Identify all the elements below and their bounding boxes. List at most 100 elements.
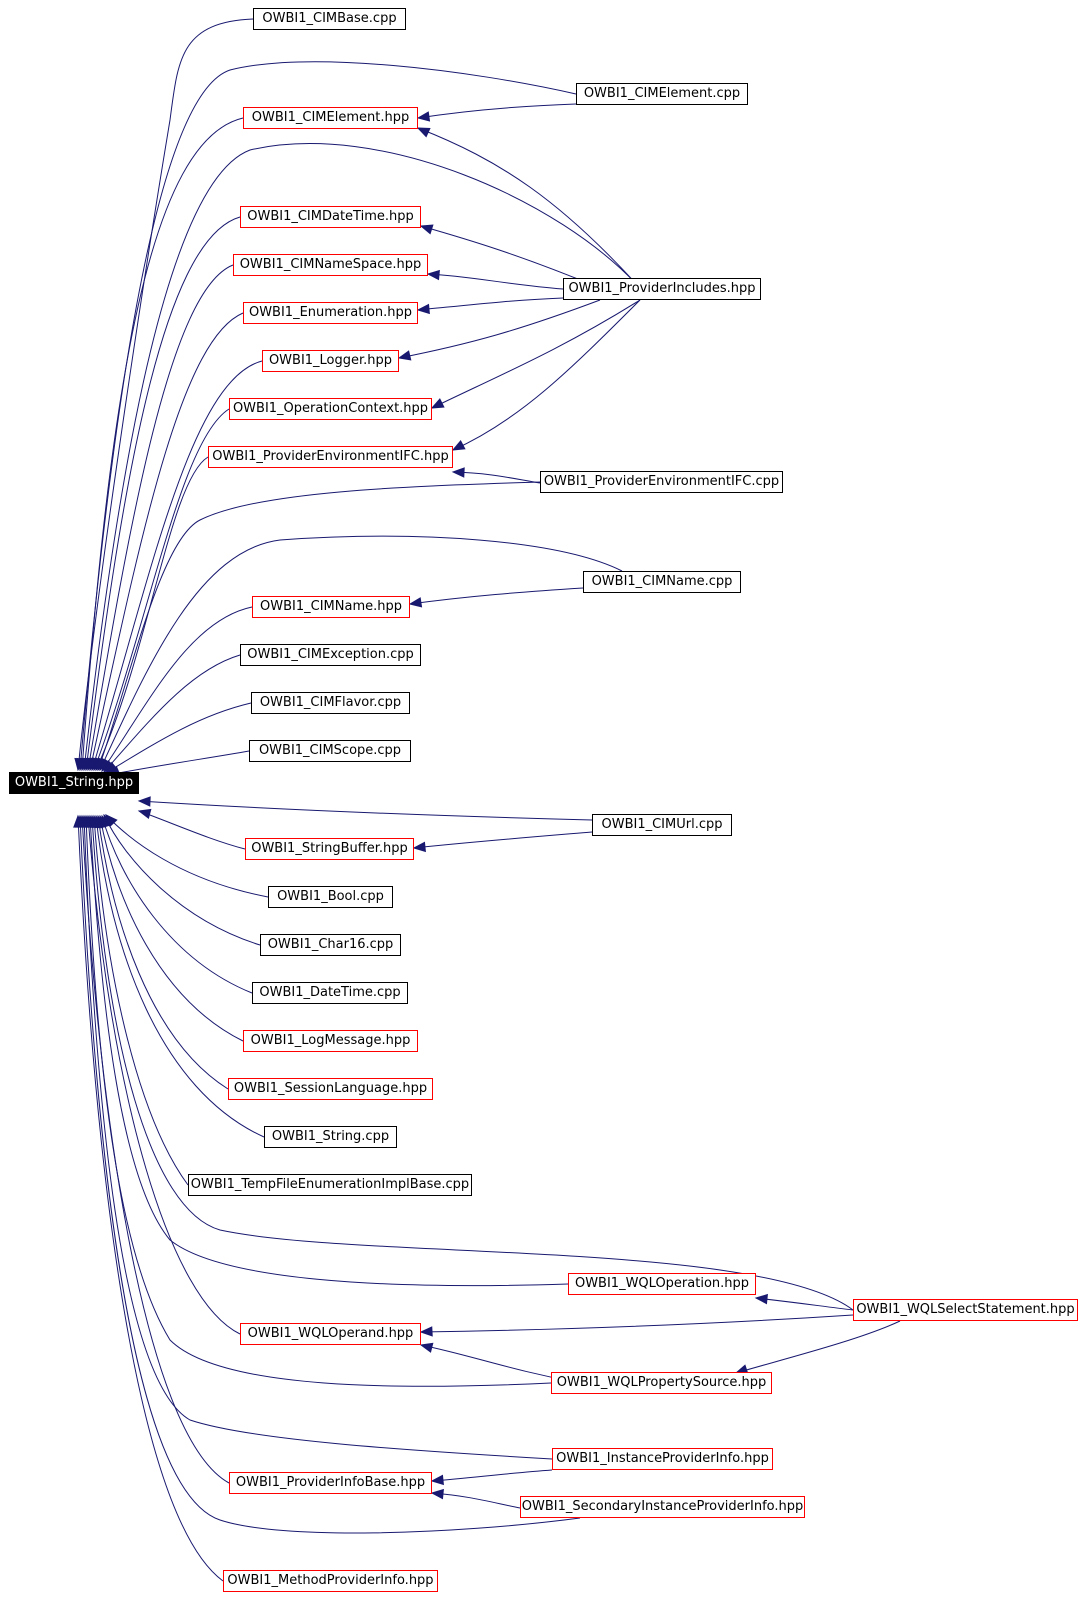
node-wqloperation-hpp[interactable]: OWBI1_WQLOperation.hpp bbox=[568, 1273, 756, 1295]
edge-providerincludes-to-cimdatetime-arrowhead bbox=[419, 224, 434, 235]
edge-providerincludes-to-enumeration-arrowhead bbox=[416, 303, 430, 315]
edge-cimelement-cpp-to-hpp bbox=[417, 103, 577, 119]
edge-enumeration bbox=[89, 312, 244, 771]
node-instanceproviderinfo-hpp[interactable]: OWBI1_InstanceProviderInfo.hpp bbox=[552, 1448, 773, 1470]
node-bool-cpp[interactable]: OWBI1_Bool.cpp bbox=[268, 886, 393, 908]
node-logmessage-hpp[interactable]: OWBI1_LogMessage.hpp bbox=[243, 1030, 418, 1052]
edge-string-cpp bbox=[95, 815, 265, 1138]
edge-cimelement-cpp-to-hpp-arrowhead bbox=[416, 111, 431, 122]
edge-providerenvironmentifc-cpp-root bbox=[97, 481, 541, 771]
edge-logger bbox=[91, 360, 263, 771]
node-operationcontext-hpp[interactable]: OWBI1_OperationContext.hpp bbox=[229, 398, 432, 420]
edge-providerincludes-to-operationcontext-arrowhead bbox=[430, 398, 445, 409]
edge-wqlselect-to-wqloperand bbox=[420, 1314, 854, 1333]
node-tempfileenum-cpp[interactable]: OWBI1_TempFileEnumerationImplBase.cpp bbox=[188, 1174, 472, 1196]
node-cimexception-cpp[interactable]: OWBI1_CIMException.cpp bbox=[240, 644, 421, 666]
edge-secondaryinstanceproviderinfo-to-providerinfobase bbox=[431, 1492, 521, 1509]
edge-cimexception bbox=[103, 654, 241, 773]
edge-providerenvironmentifc-cpp-to-hpp bbox=[452, 471, 541, 484]
node-cimelement-cpp[interactable]: OWBI1_CIMElement.cpp bbox=[576, 83, 748, 105]
node-methodproviderinfo-hpp[interactable]: OWBI1_MethodProviderInfo.hpp bbox=[223, 1570, 438, 1592]
edge-providerenvironmentifc-hpp bbox=[95, 456, 209, 771]
node-sessionlanguage-hpp[interactable]: OWBI1_SessionLanguage.hpp bbox=[228, 1078, 433, 1100]
edge-providerincludes-root bbox=[83, 143, 641, 771]
edge-char16 bbox=[103, 814, 261, 946]
edge-providerincludes-to-cimelement-arrowhead bbox=[416, 127, 431, 138]
edge-providerincludes-to-cimelement bbox=[417, 127, 641, 289]
node-wqlselectstatement-hpp[interactable]: OWBI1_WQLSelectStatement.hpp bbox=[853, 1299, 1078, 1321]
edge-cimname-cpp-to-hpp bbox=[409, 587, 584, 605]
node-cimflavor-cpp[interactable]: OWBI1_CIMFlavor.cpp bbox=[251, 692, 410, 714]
edge-secondaryinstanceproviderinfo-to-providerinfobase-arrowhead bbox=[430, 1488, 444, 1500]
node-providerincludes-hpp[interactable]: OWBI1_ProviderIncludes.hpp bbox=[563, 278, 761, 300]
node-enumeration-hpp[interactable]: OWBI1_Enumeration.hpp bbox=[243, 302, 418, 324]
edge-logmessage bbox=[99, 815, 244, 1042]
node-cimelement-hpp[interactable]: OWBI1_CIMElement.hpp bbox=[243, 107, 418, 129]
edge-wqlpropertysource-root bbox=[85, 815, 552, 1387]
edge-cimurl-root bbox=[138, 800, 593, 821]
edge-secondaryinstanceproviderinfo-root bbox=[79, 815, 581, 1534]
edge-providerinfobase-root bbox=[81, 815, 230, 1484]
edge-providerincludes-to-logger bbox=[398, 299, 601, 359]
node-cimname-cpp[interactable]: OWBI1_CIMName.cpp bbox=[583, 571, 741, 593]
node-cimurl-cpp[interactable]: OWBI1_CIMUrl.cpp bbox=[592, 814, 732, 836]
edge-wqlselect-to-wqloperation bbox=[755, 1297, 854, 1311]
edge-cimurl-to-stringbuffer-arrowhead bbox=[412, 841, 426, 853]
edge-bool bbox=[105, 814, 269, 898]
edge-providerenvironmentifc-cpp-to-hpp-arrowhead bbox=[451, 467, 465, 478]
edge-providerincludes-to-enumeration bbox=[417, 297, 564, 311]
node-cimbase-cpp[interactable]: OWBI1_CIMBase.cpp bbox=[253, 8, 406, 30]
edge-cimflavor bbox=[105, 702, 252, 774]
edge-providerincludes-to-cimdatetime bbox=[420, 225, 601, 289]
root-node-string-hpp: OWBI1_String.hpp bbox=[9, 772, 139, 794]
edge-cimnamespace bbox=[87, 264, 234, 771]
edge-instanceproviderinfo-to-providerinfobase-arrowhead bbox=[430, 1474, 444, 1486]
edge-wqloperation-root bbox=[89, 815, 569, 1287]
edge-providerincludes-to-cimnamespace-arrowhead bbox=[426, 269, 440, 281]
node-secondaryinstanceproviderinfo-hpp[interactable]: OWBI1_SecondaryInstanceProviderInfo.hpp bbox=[520, 1496, 805, 1518]
edge-providerincludes-to-providerenvironmentifc bbox=[452, 299, 641, 451]
node-providerinfobase-hpp[interactable]: OWBI1_ProviderInfoBase.hpp bbox=[229, 1472, 432, 1494]
edge-cimelement-hpp bbox=[81, 117, 244, 771]
edge-cimname-cpp-root bbox=[99, 535, 623, 771]
edge-providerincludes-to-operationcontext bbox=[431, 299, 641, 409]
node-stringbuffer-hpp[interactable]: OWBI1_StringBuffer.hpp bbox=[245, 838, 414, 860]
node-wqlpropertysource-hpp[interactable]: OWBI1_WQLPropertySource.hpp bbox=[551, 1372, 772, 1394]
edge-tempfileenum bbox=[93, 815, 189, 1186]
node-datetime-cpp[interactable]: OWBI1_DateTime.cpp bbox=[252, 982, 408, 1004]
edge-cimurl-to-stringbuffer bbox=[413, 831, 593, 849]
edge-wqlselectstatement-root bbox=[91, 815, 854, 1311]
node-cimscope-cpp[interactable]: OWBI1_CIMScope.cpp bbox=[249, 740, 411, 762]
node-cimnamespace-hpp[interactable]: OWBI1_CIMNameSpace.hpp bbox=[233, 254, 428, 276]
edge-providerincludes-to-logger-arrowhead bbox=[397, 350, 412, 361]
edge-methodproviderinfo-root-arrowhead bbox=[73, 814, 84, 828]
edge-stringbuffer bbox=[138, 810, 246, 850]
edge-stringbuffer-arrowhead bbox=[137, 808, 152, 819]
node-char16-cpp[interactable]: OWBI1_Char16.cpp bbox=[260, 934, 401, 956]
edge-operationcontext bbox=[93, 408, 230, 771]
edge-instanceproviderinfo-to-providerinfobase bbox=[431, 1469, 553, 1482]
node-wqloperand-hpp[interactable]: OWBI1_WQLOperand.hpp bbox=[240, 1323, 421, 1345]
edge-wqlpropertysource-to-wqloperand-arrowhead bbox=[419, 1342, 434, 1353]
edge-providerincludes-to-providerenvironmentifc-arrowhead bbox=[451, 440, 466, 451]
edge-cimscope bbox=[107, 750, 250, 776]
edge-sessionlanguage bbox=[97, 815, 229, 1090]
edge-datetime bbox=[101, 815, 253, 994]
node-string-cpp[interactable]: OWBI1_String.cpp bbox=[264, 1126, 397, 1148]
node-logger-hpp[interactable]: OWBI1_Logger.hpp bbox=[262, 350, 399, 372]
edge-wqlselect-to-wqlpropertysource bbox=[735, 1320, 901, 1374]
node-cimname-hpp[interactable]: OWBI1_CIMName.hpp bbox=[252, 596, 410, 618]
edge-methodproviderinfo-root bbox=[77, 815, 224, 1582]
edge-wqloperand-root bbox=[87, 815, 241, 1335]
edge-cimelement-cpp-root bbox=[79, 61, 577, 771]
edge-providerincludes-to-cimnamespace bbox=[427, 273, 564, 290]
edge-cimname-hpp bbox=[101, 606, 253, 772]
edge-cimname-cpp-to-hpp-arrowhead bbox=[408, 597, 423, 608]
edge-cimurl-root-arrowhead bbox=[137, 796, 151, 807]
node-providerenvironmentifc-cpp[interactable]: OWBI1_ProviderEnvironmentIFC.cpp bbox=[540, 471, 783, 493]
node-providerenvironmentifc-hpp[interactable]: OWBI1_ProviderEnvironmentIFC.hpp bbox=[208, 446, 453, 468]
edge-wqlselect-to-wqloperand-arrowhead bbox=[419, 1326, 433, 1337]
node-cimdatetime-hpp[interactable]: OWBI1_CIMDateTime.hpp bbox=[240, 206, 421, 228]
edge-cimdatetime bbox=[85, 216, 241, 771]
